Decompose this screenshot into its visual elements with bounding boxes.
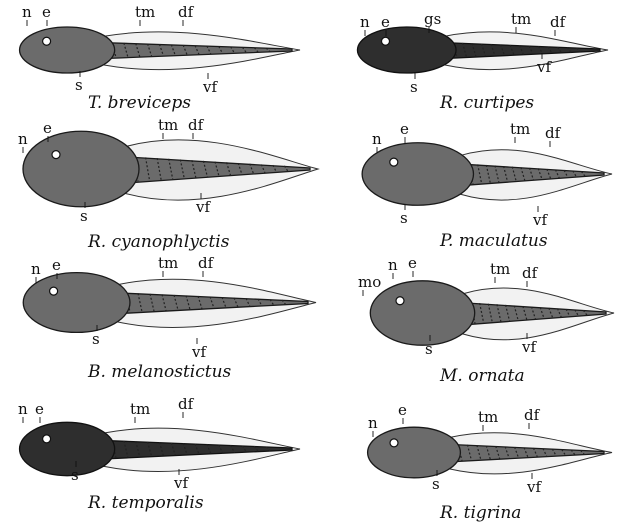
anatomy-label: mo — [358, 273, 381, 291]
anatomy-label: df — [178, 395, 195, 413]
anatomy-label: vf — [532, 211, 548, 229]
anatomy-label: n — [18, 130, 28, 148]
anatomy-label: tm — [511, 10, 531, 28]
anatomy-label: n — [368, 414, 378, 432]
anatomy-label: s — [71, 466, 79, 484]
species-caption: R. temporalis — [87, 493, 204, 513]
anatomy-label: n — [388, 256, 398, 274]
head-body — [370, 281, 474, 345]
anatomy-label: e — [52, 256, 61, 274]
anatomy-label: df — [545, 124, 562, 142]
head-body — [23, 131, 139, 206]
anatomy-label: e — [35, 400, 44, 418]
eye-mark — [43, 37, 51, 45]
species-caption: T. breviceps — [88, 93, 191, 113]
head-body — [357, 27, 456, 73]
anatomy-label: s — [75, 76, 83, 94]
anatomy-label: n — [360, 13, 370, 31]
anatomy-label: df — [188, 116, 205, 134]
anatomy-label: s — [92, 330, 100, 348]
eye-mark — [43, 435, 51, 443]
eye-mark — [50, 287, 58, 295]
eye-mark — [52, 151, 60, 159]
anatomy-label: e — [408, 254, 417, 272]
anatomy-label: tm — [135, 3, 155, 21]
anatomy-label: tm — [130, 400, 150, 418]
anatomy-label: vf — [202, 78, 218, 96]
anatomy-label: n — [18, 400, 28, 418]
anatomy-label: s — [80, 207, 88, 225]
anatomy-label: df — [198, 254, 215, 272]
anatomy-label: tm — [510, 120, 530, 138]
anatomy-label: e — [400, 120, 409, 138]
species-caption: R. curtipes — [439, 93, 534, 113]
head-body — [23, 273, 130, 333]
anatomy-label: df — [178, 3, 195, 21]
head-body — [20, 422, 115, 475]
anatomy-label: vf — [195, 198, 211, 216]
eye-mark — [382, 37, 390, 45]
anatomy-label: tm — [490, 260, 510, 278]
anatomy-label: n — [31, 260, 41, 278]
anatomy-label: e — [398, 401, 407, 419]
anatomy-label: e — [43, 119, 52, 137]
anatomy-label: vf — [173, 474, 189, 492]
head-body — [368, 427, 461, 478]
species-caption: R. cyanophlyctis — [87, 232, 230, 252]
anatomy-label: tm — [158, 116, 178, 134]
anatomy-label: e — [381, 13, 390, 31]
species-caption: P. maculatus — [439, 231, 548, 251]
anatomy-label: s — [425, 340, 433, 358]
anatomy-label: s — [432, 475, 440, 493]
head-body — [20, 27, 115, 73]
anatomy-label: e — [42, 3, 51, 21]
anatomy-label: gs — [424, 10, 441, 28]
anatomy-label: n — [22, 3, 32, 21]
anatomy-label: vf — [536, 58, 552, 76]
head-body — [362, 143, 473, 206]
anatomy-label: tm — [158, 254, 178, 272]
anatomy-label: n — [372, 130, 382, 148]
anatomy-label: df — [524, 406, 541, 424]
eye-mark — [396, 297, 404, 305]
tadpole-panel: n e tm df s vf R. tigrina — [368, 401, 612, 523]
anatomy-label: df — [522, 264, 539, 282]
species-caption: M. ornata — [439, 366, 525, 386]
species-caption: R. tigrina — [439, 503, 521, 523]
anatomy-label: s — [400, 209, 408, 227]
eye-mark — [390, 158, 398, 166]
anatomy-label: vf — [191, 343, 207, 361]
tadpole-panel: ne tmdf s vf R. cyanophlyctis — [18, 116, 318, 252]
tadpole-panel: ne tmdf s vf P. maculatus — [362, 120, 612, 251]
anatomy-label: s — [410, 78, 418, 96]
anatomy-label: vf — [526, 478, 542, 496]
anatomy-label: vf — [521, 338, 537, 356]
species-caption: B. melanostictus — [87, 362, 232, 382]
anatomy-label: df — [550, 13, 567, 31]
eye-mark — [390, 439, 398, 447]
anatomy-label: tm — [478, 408, 498, 426]
